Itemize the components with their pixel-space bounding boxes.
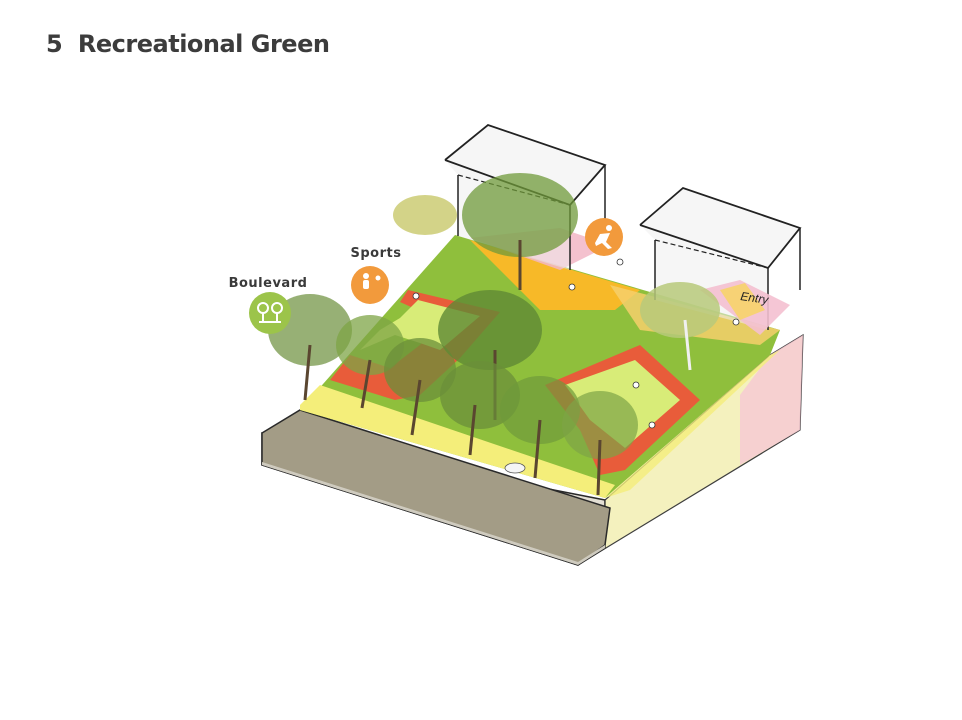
running-badge [585,218,623,256]
dog [505,463,525,473]
boulevard-label: Boulevard [229,276,308,291]
sports-label: Sports [351,246,402,261]
tree [393,195,457,235]
sports-badge: Sports [351,246,402,304]
